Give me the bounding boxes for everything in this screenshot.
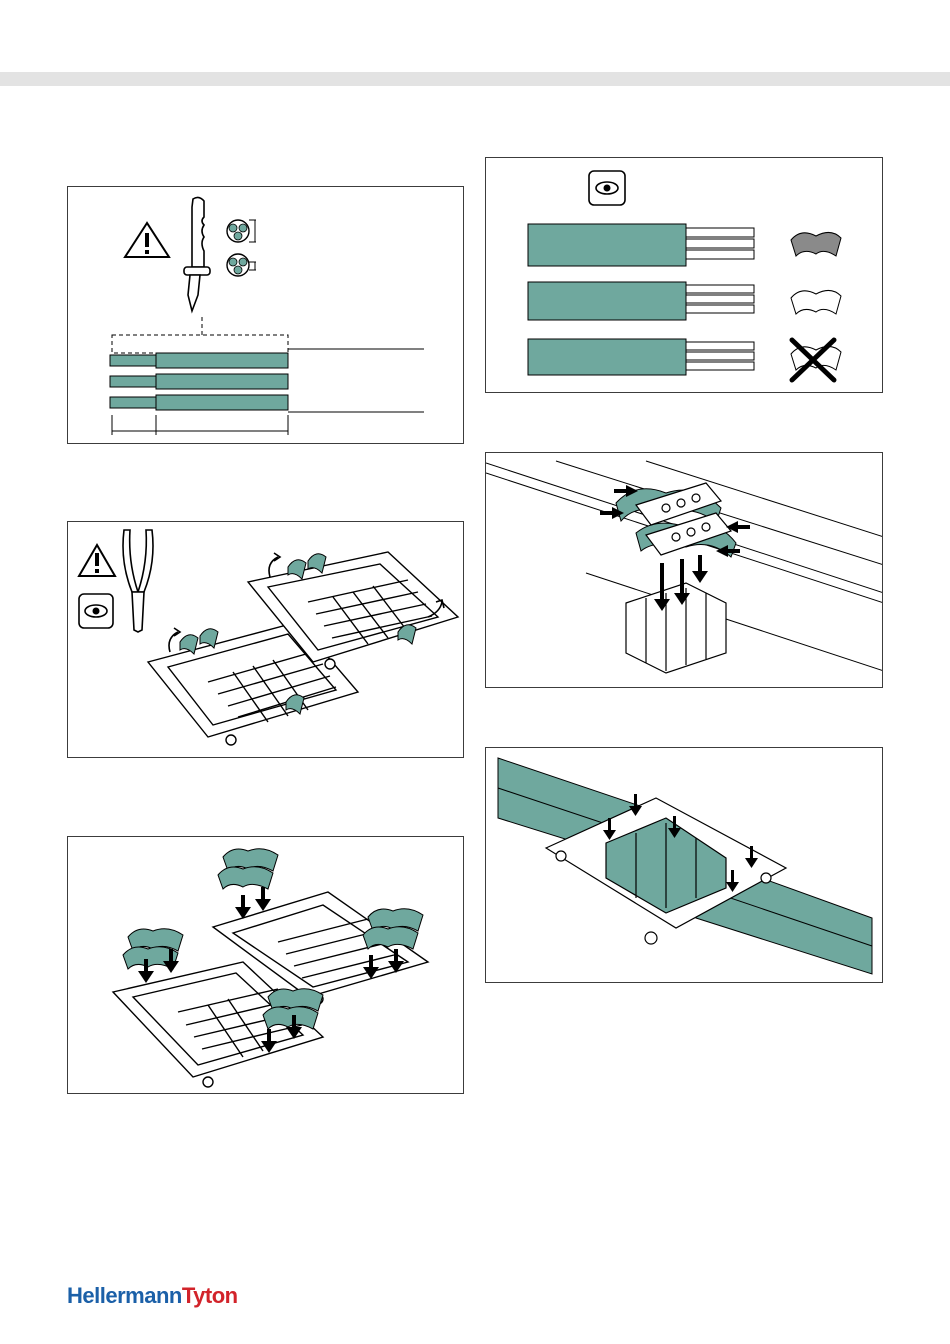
cable-medium [528,282,754,320]
cable-cross-section-icon [227,220,256,276]
eye-icon [79,594,113,628]
panel-place-in-housing [485,747,883,983]
brand-logo-part1: Hellermann [67,1283,182,1308]
panel-open-housing [67,521,464,758]
cable-large [528,224,754,266]
stripped-cables [110,353,288,410]
header-bar [0,72,950,86]
brand-logo-part2: Tyton [182,1283,238,1308]
panel-select-clamp [485,157,883,393]
brand-logo: HellermannTyton [67,1283,238,1309]
knife-icon [184,197,210,311]
pliers-icon [123,530,153,632]
connector-base [626,583,726,673]
eye-icon [589,171,625,205]
panel-insert-clamps [67,836,464,1094]
warning-icon [125,223,169,257]
panel-mount-connector [485,452,883,688]
warning-icon [79,545,115,576]
cable-small [528,339,754,375]
panel-cable-stripping [67,186,464,444]
